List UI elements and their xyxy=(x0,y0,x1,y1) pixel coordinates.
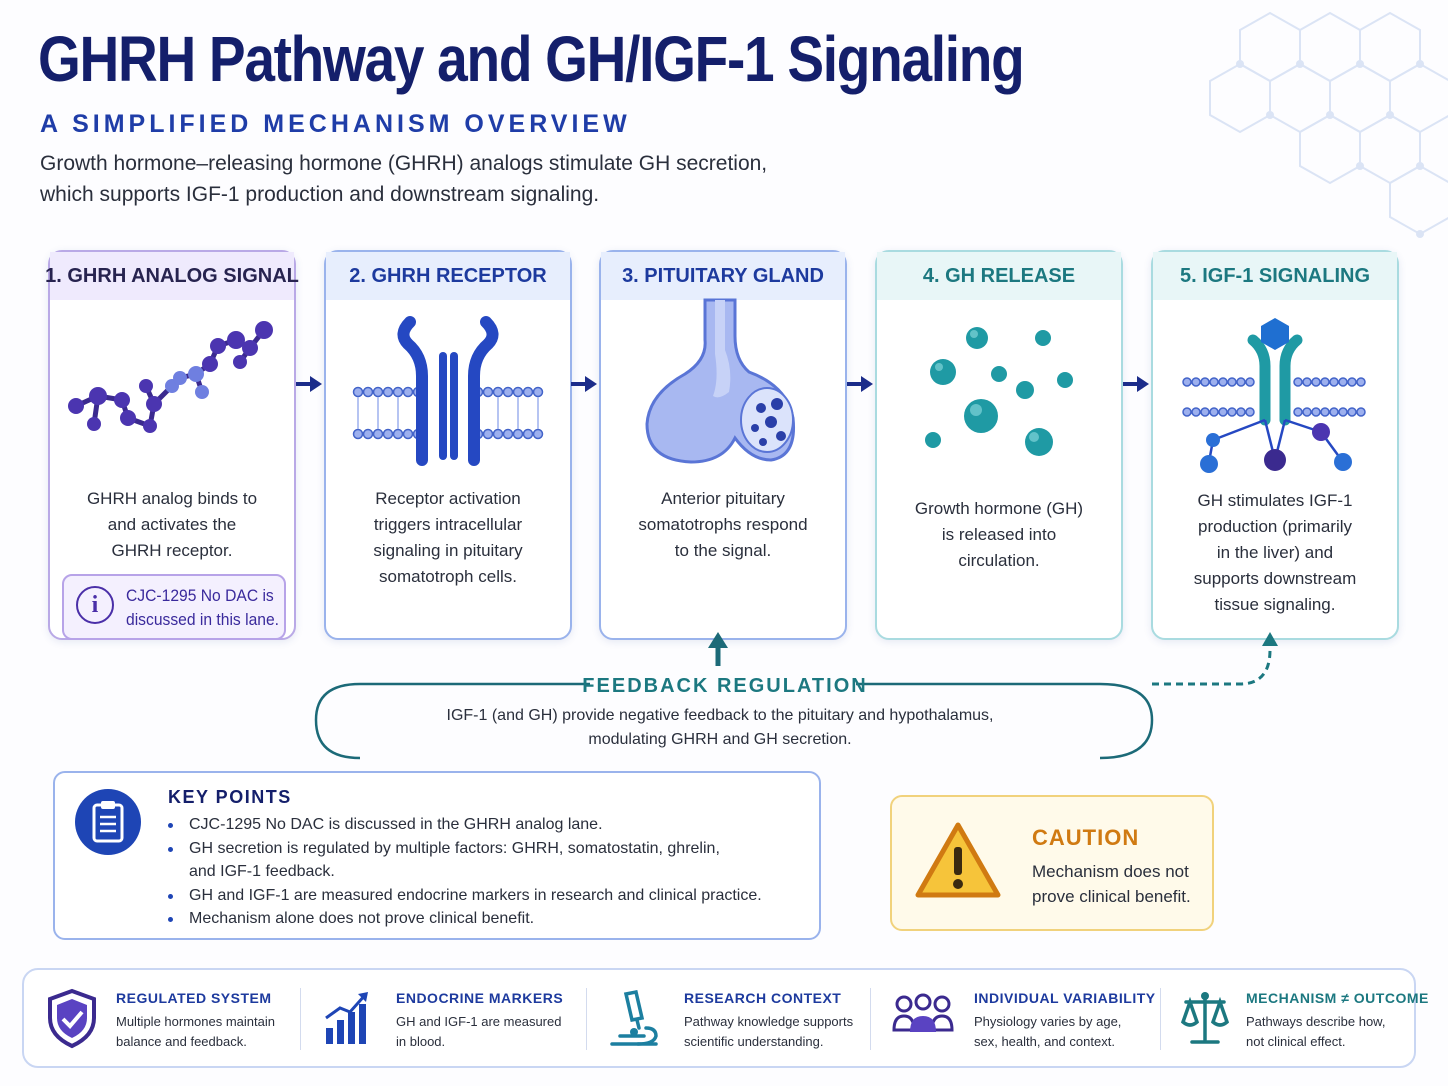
shield-check-icon xyxy=(48,988,96,1049)
flow-arrow-icon xyxy=(296,376,322,392)
step-title: 3. PITUITARY GLAND xyxy=(601,252,845,300)
step-description: Growth hormone (GH) is released into cir… xyxy=(914,499,1084,570)
footer-item-title: INDIVIDUAL VARIABILITY xyxy=(974,990,1156,1006)
step-description: GH stimulates IGF-1 production (primaril… xyxy=(1193,491,1357,614)
microscope-icon xyxy=(610,989,658,1046)
lane-note: i CJC-1295 No DAC is discussed in this l… xyxy=(62,574,286,640)
intro-line: which supports IGF-1 production and down… xyxy=(40,183,600,206)
footer-item-title: ENDOCRINE MARKERS xyxy=(396,990,564,1006)
divider xyxy=(870,988,871,1050)
caution-text: Mechanism does not prove clinical benefi… xyxy=(1032,862,1191,906)
key-points-panel: KEY POINTS CJC-1295 No DAC is discussed … xyxy=(53,771,821,940)
step-title: 5. IGF-1 SIGNALING xyxy=(1153,252,1397,300)
step-card-igf1-signaling: 5. IGF-1 SIGNALING GH stimulates IGF-1 p… xyxy=(1151,250,1399,640)
feedback-title: FEEDBACK REGULATION xyxy=(582,675,868,697)
footer-item-individual-variability: INDIVIDUAL VARIABILITY Physiology varies… xyxy=(890,970,1160,1066)
step-card-pituitary-gland: 3. PITUITARY GLAND Anterior pituitary so… xyxy=(599,250,847,640)
caution-title: CAUTION xyxy=(1032,825,1140,850)
flow-arrow-icon xyxy=(847,376,873,392)
clipboard-icon xyxy=(75,789,141,855)
flow-arrow-icon xyxy=(571,376,597,392)
step-title: 2. GHRH RECEPTOR xyxy=(326,252,570,300)
step-description: Receptor activation triggers intracellul… xyxy=(373,489,523,586)
divider xyxy=(586,988,587,1050)
step-card-ghrh-receptor: 2. GHRH RECEPTOR Receptor activation tri… xyxy=(324,250,572,640)
receptor-signaling-icon xyxy=(1182,318,1366,473)
divider xyxy=(1160,988,1161,1050)
footer-item-title: REGULATED SYSTEM xyxy=(116,990,272,1006)
warning-icon xyxy=(915,822,1001,898)
list-item: Mechanism alone does not prove clinical … xyxy=(168,907,762,931)
caution-panel: CAUTION Mechanism does not prove clinica… xyxy=(890,795,1214,931)
list-item: GH and IGF-1 are measured endocrine mark… xyxy=(168,884,762,908)
footer-item-regulated-system: REGULATED SYSTEM Multiple hormones maint… xyxy=(44,970,314,1066)
step-card-gh-release: 4. GH RELEASE Growth hormone (GH) is rel… xyxy=(875,250,1123,640)
step-description: Anterior pituitary somatotrophs respond … xyxy=(638,489,808,560)
footer-bar: REGULATED SYSTEM Multiple hormones maint… xyxy=(22,968,1428,1068)
hexagon-pattern-decoration xyxy=(1209,11,1448,238)
footer-item-mechanism-outcome: MECHANISM ≠ OUTCOME Pathways describe ho… xyxy=(1180,970,1428,1066)
list-item: CJC-1295 No DAC is discussed in the GHRH… xyxy=(168,813,762,837)
key-points-title: KEY POINTS xyxy=(168,787,292,807)
people-icon xyxy=(892,993,954,1032)
bar-chart-icon xyxy=(325,992,368,1044)
divider xyxy=(300,988,301,1050)
step-card-ghrh-analog: 1. GHRH ANALOG SIGNAL GHRH analog binds … xyxy=(45,250,299,640)
hormone-molecules-icon xyxy=(925,327,1073,456)
step-description: GHRH analog binds to and activates the G… xyxy=(86,489,258,560)
flow-arrow-icon xyxy=(1123,376,1149,392)
key-points-list: CJC-1295 No DAC is discussed in the GHRH… xyxy=(168,813,762,931)
intro-line: Growth hormone–releasing hormone (GHRH) … xyxy=(40,152,768,175)
scales-icon xyxy=(1180,992,1230,1044)
pituitary-gland-icon xyxy=(645,298,796,464)
footer-item-title: MECHANISM ≠ OUTCOME xyxy=(1246,990,1429,1006)
step-title: 1. GHRH ANALOG SIGNAL xyxy=(45,252,299,300)
footer-item-endocrine-markers: ENDOCRINE MARKERS GH and IGF-1 are measu… xyxy=(320,970,590,1066)
info-icon: i xyxy=(76,586,114,624)
feedback-loop-icon xyxy=(314,632,1278,760)
list-item: GH secretion is regulated by multiple fa… xyxy=(168,837,762,884)
footer-item-title: RESEARCH CONTEXT xyxy=(684,990,842,1006)
intro-text: Growth hormone–releasing hormone (GHRH) … xyxy=(40,148,840,210)
feedback-description: IGF-1 (and GH) provide negative feedback… xyxy=(446,707,994,748)
peptide-chain-icon xyxy=(68,321,273,433)
step-title: 4. GH RELEASE xyxy=(877,252,1121,300)
membrane-receptor-icon xyxy=(352,316,544,466)
page-title: GHRH Pathway and GH/IGF-1 Signaling xyxy=(38,23,1025,95)
footer-item-research-context: RESEARCH CONTEXT Pathway knowledge suppo… xyxy=(606,970,876,1066)
page-subtitle: A SIMPLIFIED MECHANISM OVERVIEW xyxy=(40,110,631,138)
